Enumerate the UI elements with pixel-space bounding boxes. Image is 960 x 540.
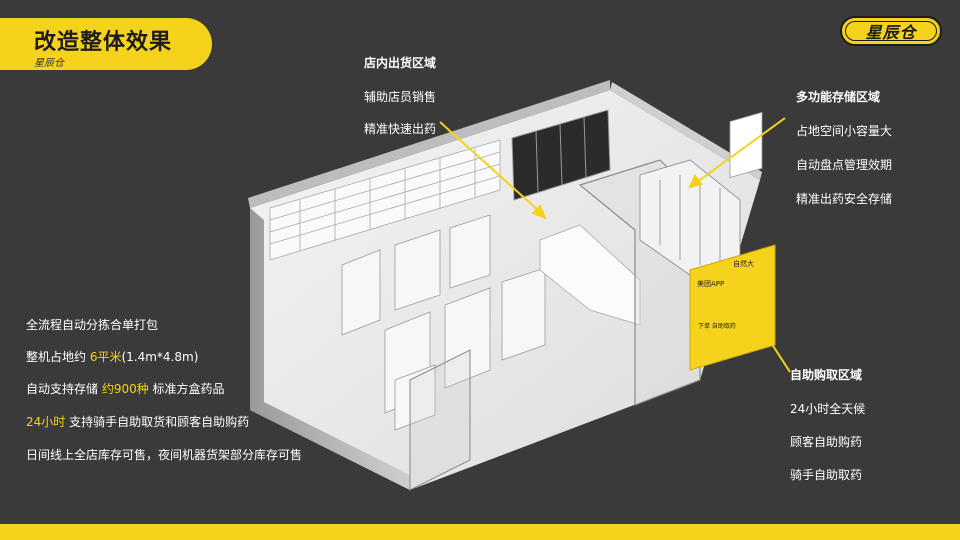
right-wall-top [610,82,762,180]
feature-line: 全流程自动分拣合单打包 [26,318,159,332]
svg-text:自然大: 自然大 [733,259,754,268]
store-layout-illustration: 美团APP 自然大 下单 自助取药 [248,80,776,491]
self-zone-title: 自助购取区域 [790,368,863,382]
title-tab: 改造整体效果 星辰仓 [0,18,212,70]
feature-line: 日间线上全店库存可售，夜间机器货架部分库存可售 [26,448,303,462]
feature-line: 24小时 支持骑手自助取货和顾客自助购药 [26,415,250,429]
storage-zone-point: 精准出药安全存储 [796,192,893,206]
storage-machine [639,159,741,276]
store-zone-point: 辅助店员销售 [364,90,437,104]
counter [539,224,641,326]
store-zone-point: 精准快速出药 [364,122,437,136]
fridges [511,109,611,201]
highlight-value: 约900种 [101,382,149,396]
feature-line: 整机占地约 6平米(1.4m*4.8m) [26,350,199,364]
bottom-accent-bar [0,524,960,540]
storage-zone-title: 多功能存储区域 [796,90,881,104]
wall-shelves [269,139,501,261]
highlight-value: 24小时 [26,415,66,429]
back-wall [248,80,610,208]
svg-text:下单 自助取药: 下单 自助取药 [698,322,736,330]
front-wall [250,208,410,490]
highlight-value: 6平米 [89,350,122,364]
page-title: 改造整体效果 [34,30,173,55]
gondola-shelves [341,214,546,431]
page-subtitle: 星辰仓 [34,58,64,69]
storage-zone-point: 自动盘点管理效期 [796,158,893,172]
store-zone-title: 店内出货区域 [364,56,437,70]
self-zone-point: 骑手自助取药 [790,468,863,482]
self-zone-point: 24小时全天候 [790,402,866,416]
logo-text: 星辰仓 [865,23,917,42]
self-service-kiosk: 美团APP 自然大 下单 自助取药 [689,111,776,371]
self-zone-point: 顾客自助购药 [790,435,863,449]
svg-text:美团APP: 美团APP [697,279,724,288]
storage-zone-point: 占地空间小容量大 [796,124,893,138]
feature-line: 自动支持存储 约900种 标准方盒药品 [26,382,225,396]
front-glass [409,349,471,491]
brand-logo: 星辰仓 [840,16,942,46]
